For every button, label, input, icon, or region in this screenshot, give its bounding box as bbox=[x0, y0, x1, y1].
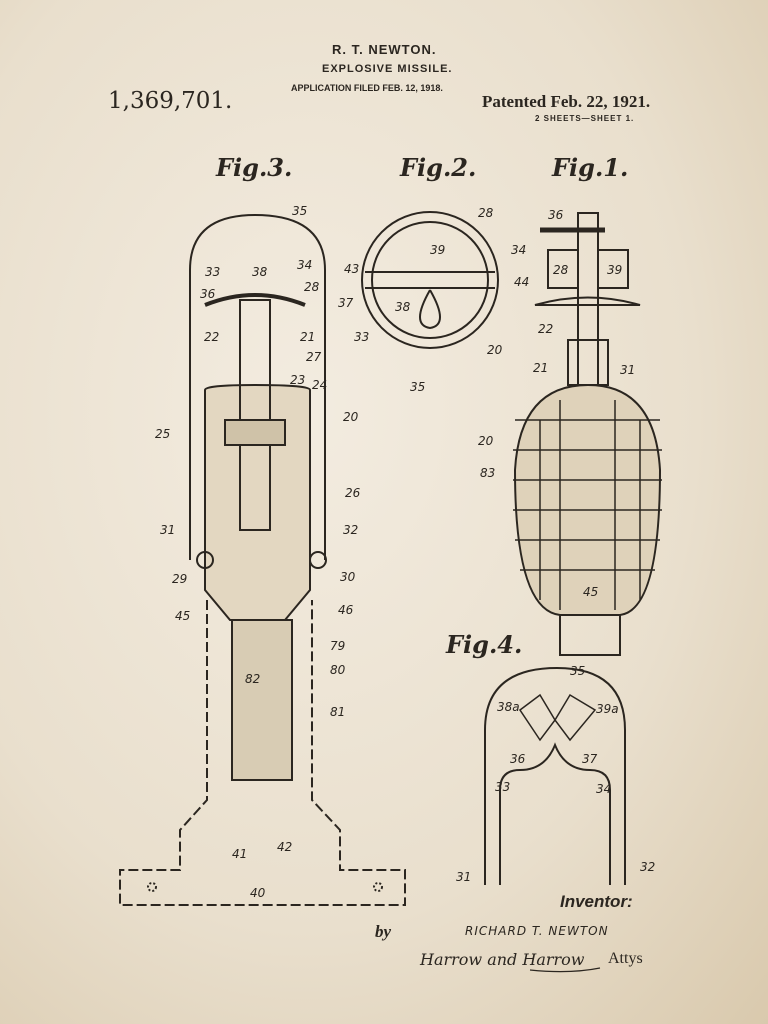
fig2-drawing bbox=[361, 211, 499, 349]
header-inventor: R. T. NEWTON. bbox=[332, 42, 437, 57]
fig1-reference-numeral: 45 bbox=[583, 585, 599, 599]
fig3-reference-numeral: 22 bbox=[204, 330, 220, 344]
fig3-reference-numeral: 25 bbox=[155, 427, 171, 441]
by-label: by bbox=[375, 922, 392, 941]
fig2-reference-numeral: 43 bbox=[344, 262, 360, 276]
fig4-drawing bbox=[484, 666, 626, 885]
patent-number: 1,369,701. bbox=[108, 88, 233, 114]
fig3-reference-numeral: 42 bbox=[277, 840, 293, 854]
fig4-reference-numeral: 36 bbox=[510, 752, 526, 766]
fig3-reference-numeral: 40 bbox=[250, 886, 266, 900]
fig1-reference-numeral: 28 bbox=[553, 263, 569, 277]
fig1-reference-numeral: 36 bbox=[548, 208, 564, 222]
fig3-label: Fig.3. bbox=[216, 153, 293, 182]
fig2-reference-numeral: 39 bbox=[430, 243, 446, 257]
attorney-signature: Harrow and Harrow bbox=[420, 950, 585, 969]
fig3-reference-numeral: 23 bbox=[290, 373, 306, 387]
fig1-label: Fig.1. bbox=[552, 153, 629, 182]
attys-label: Attys bbox=[608, 950, 643, 967]
fig4-reference-numeral: 34 bbox=[596, 782, 612, 796]
fig2-reference-numeral: 35 bbox=[410, 380, 426, 394]
fig2-reference-numeral: 20 bbox=[487, 343, 503, 357]
fig4-reference-numeral: 32 bbox=[640, 860, 656, 874]
fig3-reference-numeral: 79 bbox=[330, 639, 346, 653]
fig4-reference-numeral: 33 bbox=[495, 780, 511, 794]
fig3-reference-numeral: 38 bbox=[252, 265, 268, 279]
fig3-reference-numeral: 33 bbox=[205, 265, 221, 279]
patented-date: Patented Feb. 22, 1921. bbox=[482, 92, 651, 111]
fig1-drawing bbox=[513, 212, 662, 656]
fig2-reference-numeral: 38 bbox=[395, 300, 411, 314]
fig1-reference-numeral: 83 bbox=[480, 466, 496, 480]
fig2-label: Fig.2. bbox=[400, 153, 477, 182]
fig3-reference-numeral: 36 bbox=[200, 287, 216, 301]
fig4-reference-numeral: 38a bbox=[497, 700, 520, 714]
signature-underline bbox=[529, 967, 601, 973]
fig3-reference-numeral: 81 bbox=[330, 705, 346, 719]
inventor-label: Inventor: bbox=[560, 892, 633, 911]
fig3-reference-numeral: 27 bbox=[306, 350, 322, 364]
sheets-info: 2 SHEETS—SHEET 1. bbox=[535, 114, 635, 123]
fig3-reference-numeral: 21 bbox=[300, 330, 316, 344]
fig2-reference-numeral: 33 bbox=[354, 330, 370, 344]
fig3-reference-numeral: 46 bbox=[338, 603, 354, 617]
fig3-reference-numeral: 80 bbox=[330, 663, 346, 677]
fig1-reference-numeral: 21 bbox=[533, 361, 549, 375]
fig3-reference-numeral: 28 bbox=[304, 280, 320, 294]
fig3-reference-numeral: 82 bbox=[245, 672, 261, 686]
fig2-reference-numeral: 44 bbox=[514, 275, 530, 289]
fig3-reference-numeral: 37 bbox=[338, 296, 354, 310]
fig4-label: Fig.4. bbox=[446, 630, 523, 659]
fig3-reference-numeral: 26 bbox=[345, 486, 361, 500]
fig4-reference-numeral: 35 bbox=[570, 664, 586, 678]
fig3-reference-numeral: 45 bbox=[175, 609, 191, 623]
fig4-reference-numeral: 39a bbox=[596, 702, 619, 716]
fig1-reference-numeral: 22 bbox=[538, 322, 554, 336]
fig3-reference-numeral: 41 bbox=[232, 847, 248, 861]
fig4-reference-numeral: 37 bbox=[582, 752, 598, 766]
fig3-reference-numeral: 20 bbox=[343, 410, 359, 424]
fig3-reference-numeral: 35 bbox=[292, 204, 308, 218]
fig3-reference-numeral: 31 bbox=[160, 523, 176, 537]
fig3-reference-numeral: 34 bbox=[297, 258, 313, 272]
header-title: EXPLOSIVE MISSILE. bbox=[322, 63, 453, 75]
fig1-reference-numeral: 20 bbox=[478, 434, 494, 448]
inventor-name: RICHARD T. NEWTON bbox=[465, 924, 609, 938]
fig1-reference-numeral: 39 bbox=[607, 263, 623, 277]
fig3-reference-numeral: 29 bbox=[172, 572, 188, 586]
fig2-reference-numeral: 28 bbox=[478, 206, 494, 220]
fig1-reference-numeral: 31 bbox=[620, 363, 636, 377]
fig3-reference-numeral: 30 bbox=[340, 570, 356, 584]
fig3-drawing bbox=[119, 213, 406, 906]
fig3-reference-numeral: 24 bbox=[312, 378, 328, 392]
fig3-reference-numeral: 32 bbox=[343, 523, 359, 537]
header-filed: APPLICATION FILED FEB. 12, 1918. bbox=[291, 83, 443, 93]
fig4-reference-numeral: 31 bbox=[456, 870, 472, 884]
fig2-reference-numeral: 34 bbox=[511, 243, 527, 257]
